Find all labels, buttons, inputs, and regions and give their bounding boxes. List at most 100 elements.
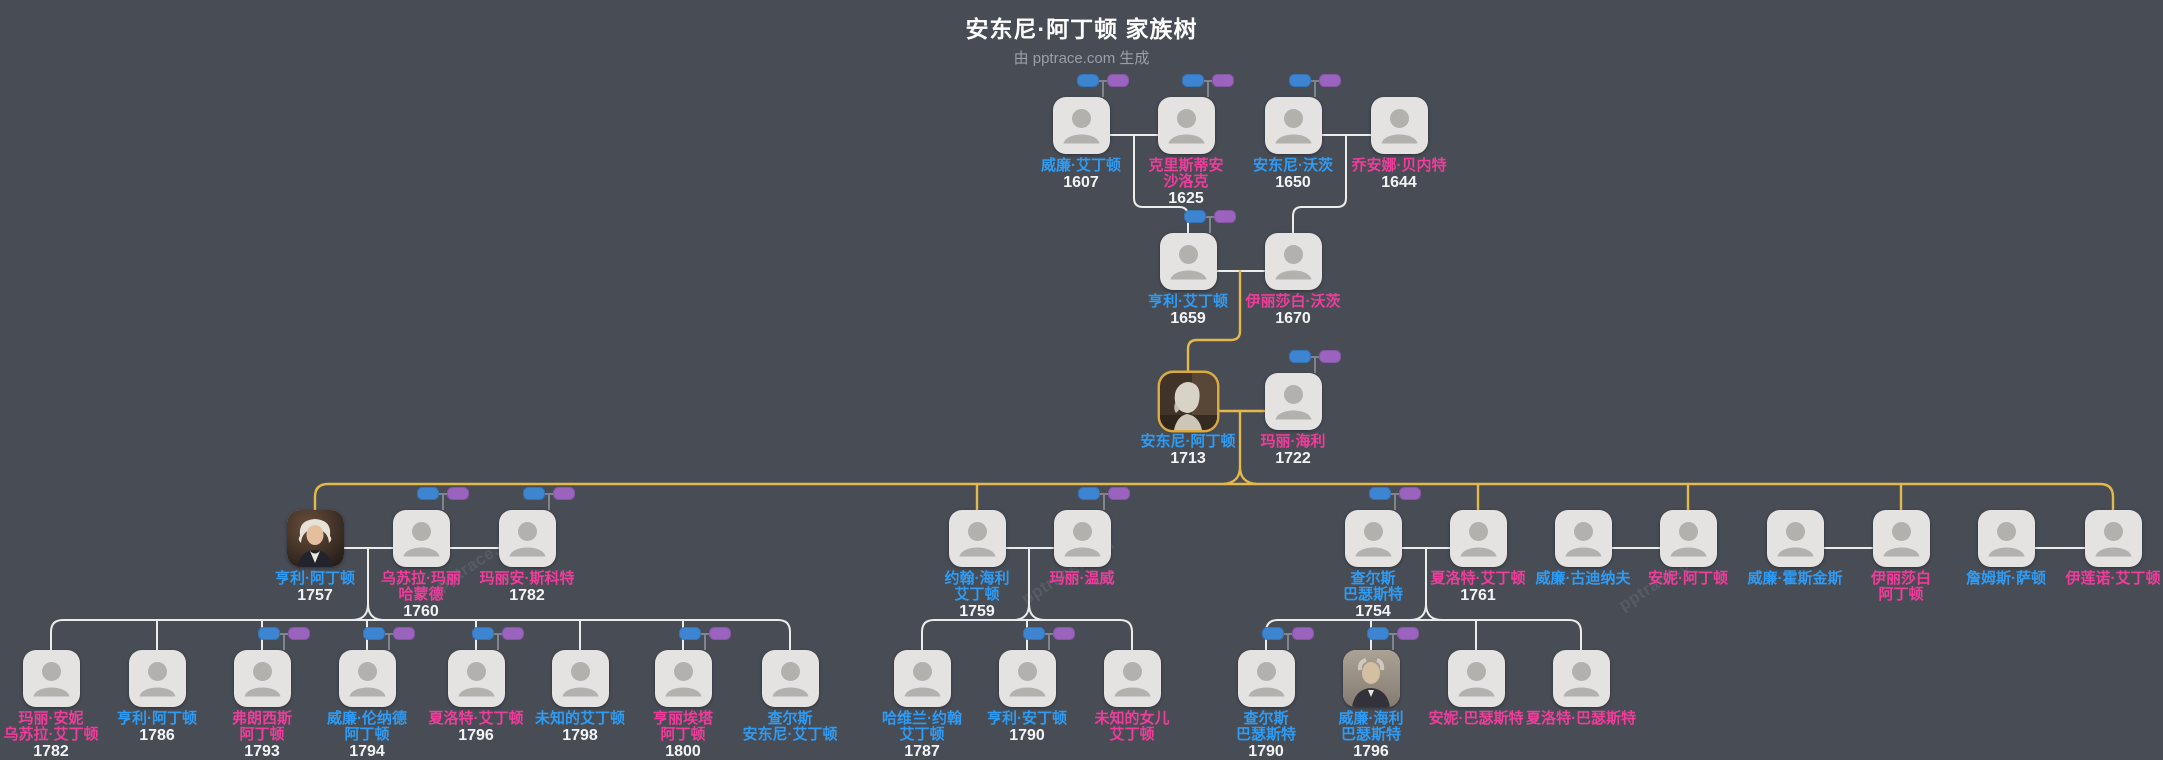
add-father-button[interactable] xyxy=(1262,627,1284,640)
add-parents-controls-henry-addington-1790 xyxy=(1023,627,1075,651)
person-node-charles-bathurst-1754[interactable] xyxy=(1344,510,1402,567)
person-node-james-sutton[interactable] xyxy=(1977,510,2035,567)
add-father-button[interactable] xyxy=(1289,350,1311,363)
add-mother-button[interactable] xyxy=(1212,74,1234,87)
add-father-button[interactable] xyxy=(1077,74,1099,87)
person-node-william-hiley-bathurst[interactable] xyxy=(1342,650,1400,707)
person-node-christian-shallocke[interactable] xyxy=(1157,97,1215,154)
pill-connector-line xyxy=(1204,80,1212,82)
add-father-button[interactable] xyxy=(1182,74,1204,87)
person-placeholder-icon xyxy=(1563,662,1599,697)
add-father-button[interactable] xyxy=(1023,627,1045,640)
add-father-button[interactable] xyxy=(417,487,439,500)
person-placeholder-icon xyxy=(33,662,69,697)
person-node-charlotte-addington-1796[interactable] xyxy=(447,650,505,707)
add-mother-button[interactable] xyxy=(447,487,469,500)
add-mother-button[interactable] xyxy=(553,487,575,500)
person-node-henry-addington-1757[interactable] xyxy=(286,510,344,567)
person-node-william-hoskins[interactable] xyxy=(1766,510,1824,567)
pill-connector-line xyxy=(1045,633,1053,635)
add-parents-controls-charles-bathurst-1790 xyxy=(1262,627,1314,651)
person-placeholder-icon xyxy=(1355,522,1391,557)
add-mother-button[interactable] xyxy=(288,627,310,640)
pill-connector-line xyxy=(1287,633,1289,650)
person-node-anne-addington[interactable] xyxy=(1659,510,1717,567)
pill-connector-line xyxy=(1314,80,1316,97)
add-mother-button[interactable] xyxy=(1292,627,1314,640)
pill-connector-line xyxy=(1209,216,1211,233)
add-parents-controls-christian-shallocke xyxy=(1182,74,1234,98)
person-node-henry-addington-1790[interactable] xyxy=(998,650,1056,707)
add-mother-button[interactable] xyxy=(1397,627,1419,640)
add-mother-button[interactable] xyxy=(1214,210,1236,223)
person-placeholder-icon xyxy=(1009,662,1045,697)
person-node-elizabeth-addington[interactable] xyxy=(1872,510,1930,567)
person-node-joanna-bennett[interactable] xyxy=(1370,97,1428,154)
person-node-mary-hiley[interactable] xyxy=(1264,373,1322,430)
person-node-anthony-watts[interactable] xyxy=(1264,97,1322,154)
portrait-bust-photo xyxy=(1159,373,1217,430)
add-father-button[interactable] xyxy=(1184,210,1206,223)
person-placeholder-icon xyxy=(1565,522,1601,557)
add-father-button[interactable] xyxy=(1289,74,1311,87)
person-node-unknown-daughter-addington[interactable] xyxy=(1103,650,1161,707)
add-mother-button[interactable] xyxy=(1108,487,1130,500)
add-mother-button[interactable] xyxy=(1053,627,1075,640)
add-father-button[interactable] xyxy=(1078,487,1100,500)
add-mother-button[interactable] xyxy=(1319,74,1341,87)
person-placeholder-icon xyxy=(1460,522,1496,557)
pill-connector-line xyxy=(1099,80,1107,82)
person-placeholder-icon xyxy=(904,662,940,697)
add-mother-button[interactable] xyxy=(393,627,415,640)
portrait-painting xyxy=(286,510,344,567)
person-node-charlotte-bathurst[interactable] xyxy=(1552,650,1610,707)
add-mother-button[interactable] xyxy=(1107,74,1129,87)
person-node-john-hiley-addington[interactable] xyxy=(948,510,1006,567)
add-father-button[interactable] xyxy=(472,627,494,640)
person-node-mary-unwin[interactable] xyxy=(1053,510,1111,567)
person-node-unknown-addington[interactable] xyxy=(551,650,609,707)
person-node-frances-addington[interactable] xyxy=(233,650,291,707)
person-node-henry-addington-1659[interactable] xyxy=(1159,233,1217,290)
person-node-elizabeth-watts[interactable] xyxy=(1264,233,1322,290)
add-parents-controls-charlotte-addington-1796 xyxy=(472,627,524,651)
add-mother-button[interactable] xyxy=(1319,350,1341,363)
page-header: 安东尼·阿丁顿 家族树 由 pptrace.com 生成 xyxy=(0,10,2163,68)
person-node-charles-bathurst-1790[interactable] xyxy=(1237,650,1295,707)
person-node-henry-addington-1786[interactable] xyxy=(128,650,186,707)
person-node-henrietta-addington[interactable] xyxy=(654,650,712,707)
person-node-anthony-addington[interactable] xyxy=(1159,373,1217,430)
pill-connector-line xyxy=(494,633,502,635)
person-node-william-addington[interactable] xyxy=(1052,97,1110,154)
add-parents-controls-mary-unwin xyxy=(1078,487,1130,511)
person-node-haviland-john-addington[interactable] xyxy=(893,650,951,707)
add-father-button[interactable] xyxy=(1369,487,1391,500)
pill-connector-line xyxy=(439,493,447,495)
person-node-eleanor-addington[interactable] xyxy=(2084,510,2142,567)
person-node-william-goodenough[interactable] xyxy=(1554,510,1612,567)
person-placeholder-icon xyxy=(1248,662,1284,697)
add-mother-button[interactable] xyxy=(709,627,731,640)
pill-connector-line xyxy=(1392,633,1394,650)
person-node-mary-anne-ursula-addington[interactable] xyxy=(22,650,80,707)
pill-connector-line xyxy=(442,493,444,510)
pill-connector-line xyxy=(1311,356,1319,358)
add-father-button[interactable] xyxy=(363,627,385,640)
pill-connector-line xyxy=(1102,80,1104,97)
add-father-button[interactable] xyxy=(1367,627,1389,640)
add-parents-controls-frances-addington xyxy=(258,627,310,651)
person-node-ursula-mary-hammond[interactable] xyxy=(392,510,450,567)
add-father-button[interactable] xyxy=(258,627,280,640)
person-placeholder-icon xyxy=(509,522,545,557)
add-father-button[interactable] xyxy=(523,487,545,500)
add-mother-button[interactable] xyxy=(502,627,524,640)
pill-connector-line xyxy=(1391,493,1399,495)
person-node-charles-anthony-addington[interactable] xyxy=(761,650,819,707)
pill-connector-line xyxy=(497,633,499,650)
person-node-marianne-scott[interactable] xyxy=(498,510,556,567)
person-node-william-leonard-addington[interactable] xyxy=(338,650,396,707)
add-mother-button[interactable] xyxy=(1399,487,1421,500)
person-node-anne-bathurst[interactable] xyxy=(1447,650,1505,707)
person-node-charlotte-addington-1761[interactable] xyxy=(1449,510,1507,567)
add-father-button[interactable] xyxy=(679,627,701,640)
